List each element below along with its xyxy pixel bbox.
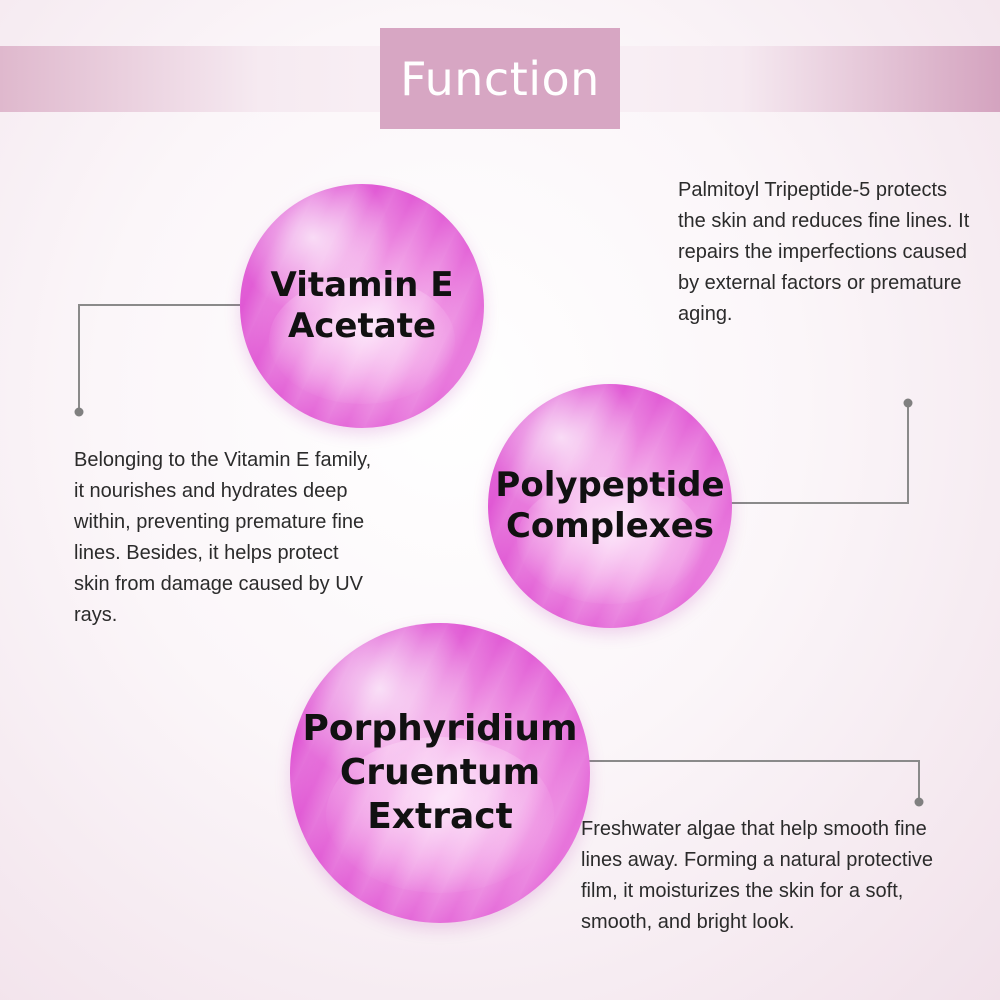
ingredient-name: Porphyridium Cruentum Extract	[302, 708, 578, 837]
connector-dot-polypeptide	[903, 398, 913, 408]
ingredient-bubble-vitamin-e: Vitamin E Acetate	[240, 184, 484, 428]
connector-vitamin-e	[78, 304, 240, 411]
connector-polypeptide	[730, 404, 909, 504]
ingredient-bubble-porphyridium: Porphyridium Cruentum Extract	[290, 623, 590, 923]
ingredient-description-polypeptide: Palmitoyl Tripeptide-5 protects the skin…	[678, 179, 970, 325]
ingredient-name: Polypeptide Complexes	[495, 464, 725, 546]
ingredient-description-vitamin-e: Belonging to the Vitamin E family, it no…	[74, 449, 372, 626]
ingredient-bubble-polypeptide: Polypeptide Complexes	[488, 384, 732, 628]
page-title: Function	[400, 51, 600, 106]
ingredient-description-porphyridium: Freshwater algae that help smooth fine l…	[581, 818, 934, 933]
ingredient-name: Vitamin E Acetate	[270, 264, 454, 346]
connector-dot-porphyridium	[914, 797, 924, 807]
title-box: Function	[380, 28, 620, 129]
connector-porphyridium	[588, 760, 920, 801]
connector-dot-vitamin-e	[74, 407, 84, 417]
